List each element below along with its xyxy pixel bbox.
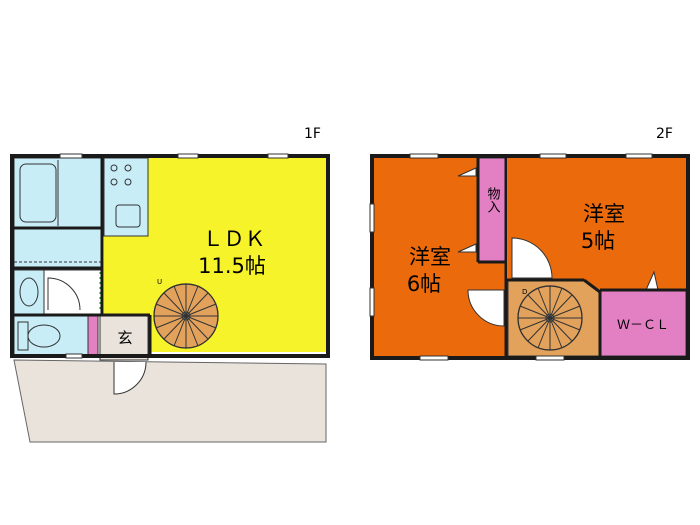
ldk-name: ＬＤＫ [203,227,266,251]
walk-in-closet-label: Ｗ－ＣＬ [617,318,669,333]
first-floor-label: 1F [304,126,321,142]
second-floor-label: 2F [656,126,673,142]
hall [43,269,103,315]
east-room-door [511,237,553,279]
bathtub [19,163,57,223]
west-room-size: 6帖 [407,272,441,296]
storage-door [457,167,477,177]
storage-label: 物入 [485,187,501,213]
stove-burner-2 [124,164,132,172]
kitchen-sink [115,204,141,228]
east-room-size: 5帖 [581,229,615,253]
first-floor-plan: 1F ＬＤＫ 11.5帖 玄 U [10,126,330,443]
stove-burner-1 [110,164,118,172]
second-floor-spiral-stairs [517,285,583,351]
washroom [13,227,103,269]
stove-burner-4 [124,178,132,186]
toilet-bowl [27,324,61,348]
down-stair-mark: D [522,288,527,296]
west-room-door [467,289,505,327]
up-stair-mark: U [157,278,162,286]
first-floor-outer-wall [10,154,330,358]
first-floor-storage [87,315,99,357]
terrace [13,359,327,443]
east-room-name: 洋室 [583,202,625,226]
first-floor-spiral-stairs [153,283,219,349]
west-room-name: 洋室 [409,245,451,269]
stove-burner-3 [110,178,118,186]
second-floor-outer-wall [370,154,690,360]
entrance-label: 玄 [117,329,132,347]
ldk-size: 11.5帖 [198,254,266,278]
east-room [508,158,686,290]
second-floor-plan: 2F 洋室 6帖 洋室 5帖 物入 Ｗ－ＣＬ D [369,126,690,361]
storage-door-lower [457,243,477,253]
